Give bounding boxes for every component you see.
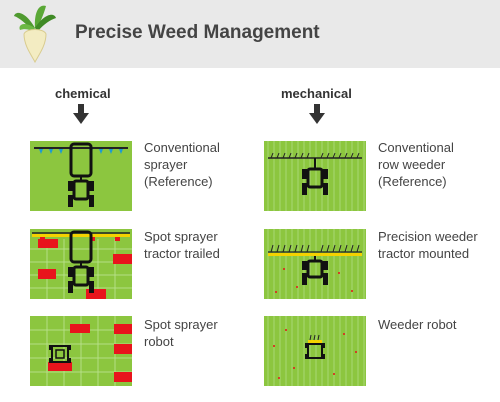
header-bar: Precise Weed Management xyxy=(0,0,500,68)
weeder-robot-illustration xyxy=(264,316,366,386)
sugar-beet-icon xyxy=(12,4,58,64)
conventional-sprayer-illustration xyxy=(30,141,132,211)
spot-sprayer-tractor-illustration xyxy=(30,229,132,299)
label-spot-sprayer-tractor: Spot sprayer tractor trailed xyxy=(144,229,220,261)
label-conventional-row-weeder: Conventional row weeder (Reference) xyxy=(378,140,454,189)
label-precision-weeder-tractor: Precision weeder tractor mounted xyxy=(378,229,478,261)
label-spot-sprayer-robot: Spot sprayer robot xyxy=(144,317,218,349)
column-heading-chemical: chemical xyxy=(55,86,111,101)
down-arrow-icon xyxy=(73,104,89,124)
column-heading-mechanical: mechanical xyxy=(281,86,352,101)
label-conventional-sprayer: Conventional sprayer (Reference) xyxy=(144,140,220,189)
precision-weeder-tractor-illustration xyxy=(264,229,366,299)
label-weeder-robot: Weeder robot xyxy=(378,317,457,332)
page-title: Precise Weed Management xyxy=(75,22,320,43)
down-arrow-icon xyxy=(309,104,325,124)
conventional-row-weeder-illustration xyxy=(264,141,366,211)
spot-sprayer-robot-illustration xyxy=(30,316,132,386)
